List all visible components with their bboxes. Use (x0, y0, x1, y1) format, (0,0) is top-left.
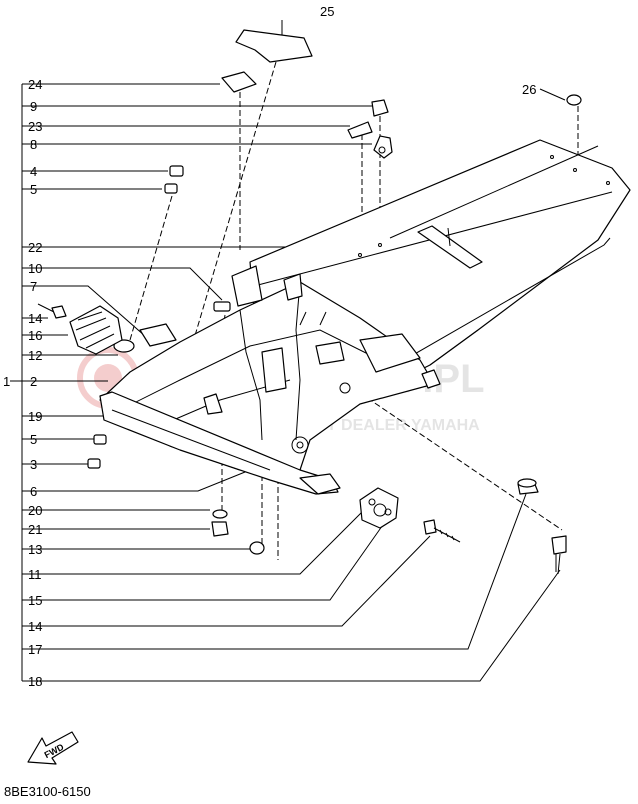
part-20-collar (212, 509, 228, 519)
part-24-pad (221, 71, 257, 93)
callout-9: 9 (30, 99, 37, 114)
part-4-nut (169, 165, 184, 177)
callout-19: 19 (28, 409, 42, 424)
parts (37, 29, 631, 575)
callout-23: 23 (28, 119, 42, 134)
callout-14-lower: 14 (28, 619, 42, 634)
diagram-part-number: 8BE3100-6150 (4, 784, 91, 799)
part-10-clip (213, 301, 231, 312)
callout-labels: 1 2 3 4 5 5 6 7 8 9 10 11 12 13 14 14 15… (3, 4, 536, 689)
callout-3: 3 (30, 457, 37, 472)
part-12-washer (113, 339, 135, 353)
callout-16: 16 (28, 328, 42, 343)
callout-15: 15 (28, 593, 42, 608)
part-3-nut (87, 458, 101, 469)
callout-18: 18 (28, 674, 42, 689)
callout-21: 21 (28, 522, 42, 537)
callout-7: 7 (30, 279, 37, 294)
callout-13: 13 (28, 542, 42, 557)
part-13-grommet (249, 541, 265, 555)
part-23-pad (347, 121, 373, 139)
fwd-arrow-icon: FWD (27, 731, 79, 765)
callout-12: 12 (28, 348, 42, 363)
callout-22: 22 (28, 240, 42, 255)
assembly-bracket (10, 84, 23, 681)
callout-24: 24 (28, 77, 42, 92)
part-18-rivet (551, 535, 567, 575)
callout-1: 1 (3, 374, 10, 389)
callout-8: 8 (30, 137, 37, 152)
lower-rail (99, 391, 339, 495)
callout-5-upper: 5 (30, 182, 37, 197)
part-7-plate (139, 323, 177, 347)
part-16-boot (69, 305, 123, 355)
callout-11: 11 (28, 567, 42, 582)
callout-2: 2 (30, 374, 37, 389)
callout-17: 17 (28, 642, 42, 657)
part-5-nut-lower (93, 434, 107, 445)
callout-14-upper: 14 (28, 311, 42, 326)
part-5-nut-upper (164, 183, 178, 194)
callout-5-lower: 5 (30, 432, 37, 447)
callout-4: 4 (30, 164, 37, 179)
callout-6: 6 (30, 484, 37, 499)
part-26-cap (566, 94, 582, 106)
callout-10: 10 (28, 261, 42, 276)
part-6-bracket (299, 473, 341, 495)
part-14-screw-lower (423, 519, 461, 543)
part-25-plate (235, 29, 313, 63)
callout-25: 25 (320, 4, 334, 19)
callout-20: 20 (28, 503, 42, 518)
part-21-collar (211, 521, 229, 537)
part-14-bolt-upper (37, 303, 67, 319)
callout-26: 26 (522, 82, 536, 97)
part-11-bracket (359, 487, 399, 529)
part-9-grommet (371, 99, 389, 117)
